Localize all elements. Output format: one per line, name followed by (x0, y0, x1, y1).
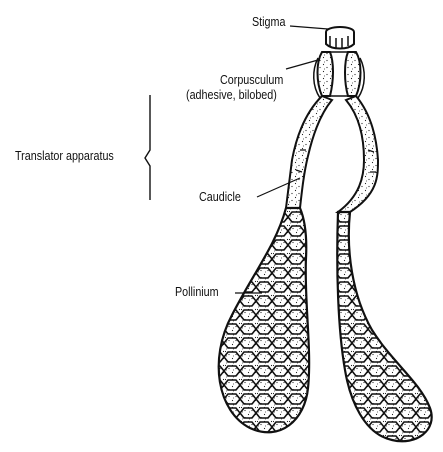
caudicle-label: Caudicle (199, 191, 241, 204)
translator-label: Translator apparatus (15, 150, 114, 163)
pollinium-right (330, 200, 443, 447)
stigma-shape (326, 27, 354, 49)
pollinium-label: Pollinium (175, 286, 219, 299)
corpusculum-label: Corpusculum (220, 74, 283, 87)
stigma-label: Stigma (252, 16, 285, 29)
corpusculum-shape (314, 52, 365, 98)
corpusculum-note: (adhesive, bilobed) (186, 89, 277, 102)
pollinium-left (200, 200, 315, 447)
translator-bracket (145, 95, 150, 200)
caudicle-shape (286, 96, 378, 212)
